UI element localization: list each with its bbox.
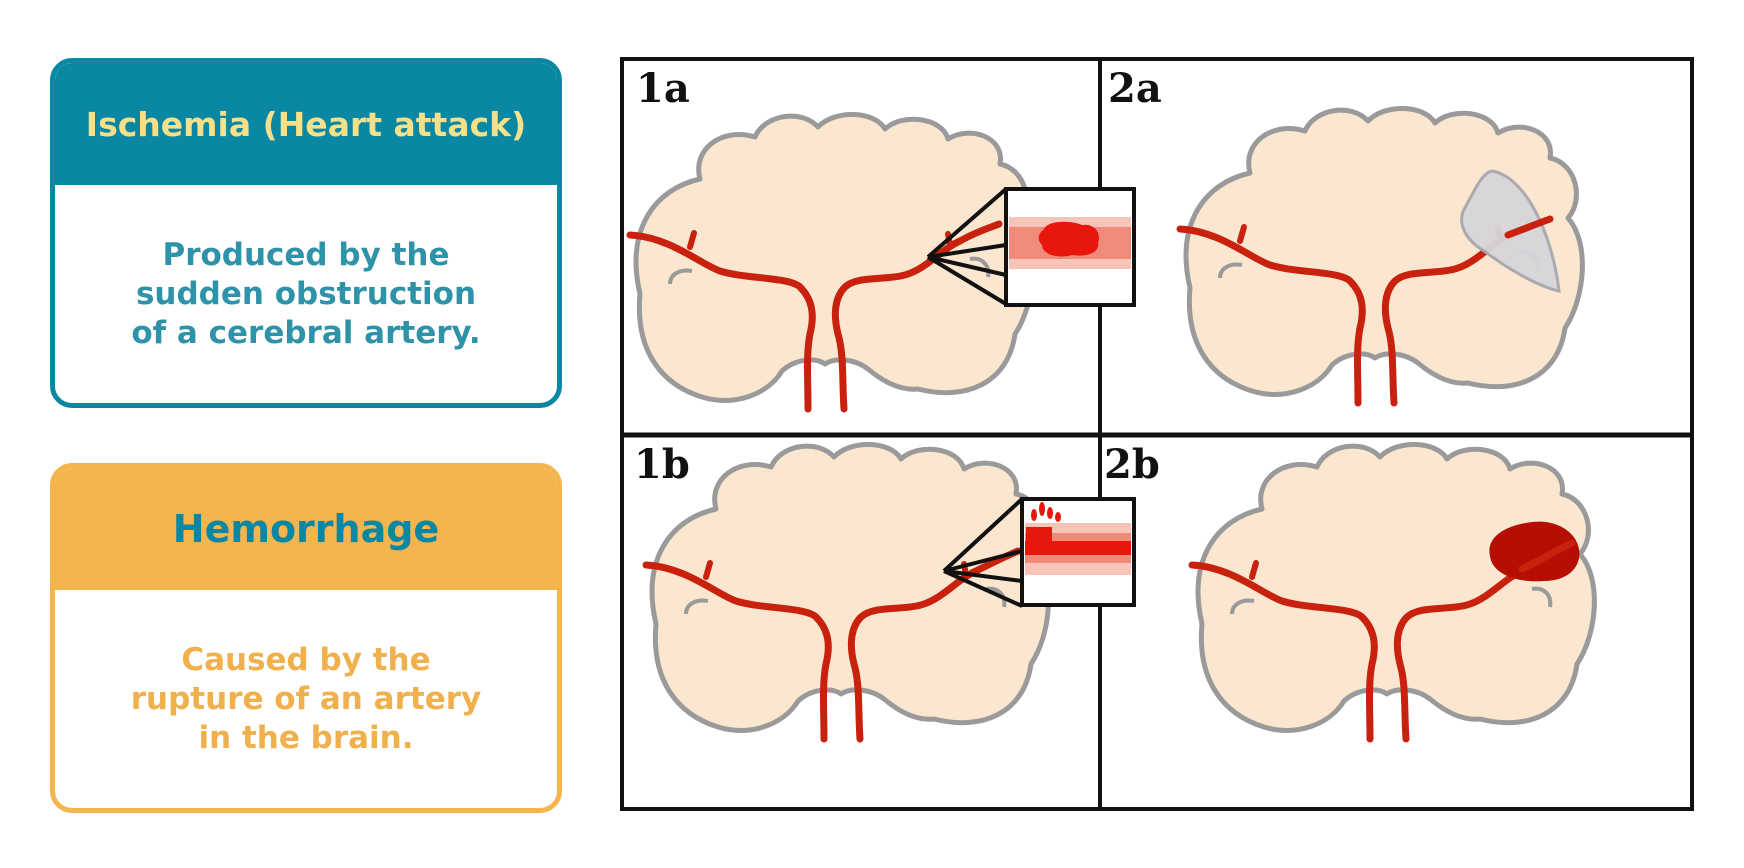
ischemia-line-1: Produced by the [162,236,450,273]
hemorrhage-title: Hemorrhage [55,468,557,590]
panel-1a-zoom-lines [926,187,1008,306]
stroke-diagram-panels: 1a 2a 1b 2b [620,57,1694,811]
hemorrhage-card: Hemorrhage Caused by the rupture of an a… [50,463,562,813]
hemorrhage-line-1: Caused by the [181,641,431,678]
panel-1b-rupture-inset [1020,497,1136,607]
panel-1b-zoom-lines [942,497,1024,608]
stroke-diagram-svg [624,61,1690,807]
panel-label-1b: 1b [634,441,690,488]
panel-label-2a: 2a [1108,65,1162,112]
ischemia-line-3: of a cerebral artery. [131,314,481,351]
panel-1a-clot-inset [1004,187,1136,307]
ischemia-description: Produced by the sudden obstruction of a … [55,185,557,403]
panel-2b-brain [1192,444,1594,739]
panel-label-2b: 2b [1104,441,1160,488]
hemorrhage-description: Caused by the rupture of an artery in th… [55,590,557,808]
hemorrhage-line-2: rupture of an artery [130,680,482,717]
panel-1a-brain [630,114,1032,409]
panel-label-1a: 1a [636,65,690,112]
hemorrhage-line-3: in the brain. [198,719,414,756]
ischemia-card: Ischemia (Heart attack) Produced by the … [50,58,562,408]
panel-2a-brain [1180,108,1582,403]
ischemia-title: Ischemia (Heart attack) [55,63,557,185]
ischemia-line-2: sudden obstruction [135,275,477,312]
